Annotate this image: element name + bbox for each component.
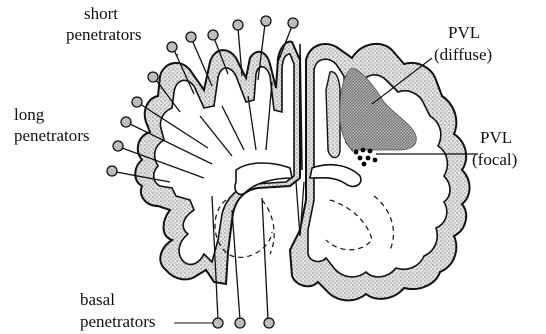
vessel-node (132, 97, 142, 107)
vessel-node (235, 318, 245, 328)
right-medial-sulcus (326, 72, 340, 158)
left-lateral-ventricle (235, 163, 292, 194)
label-short-penetrators: short penetrators (66, 4, 142, 44)
label-long-penetrators: long penetrators (14, 105, 90, 145)
vessel-node (288, 18, 298, 28)
label-pvl-focal: PVL (focal) (472, 128, 517, 169)
vessel-node (233, 20, 243, 30)
label-basal-penetrators: basal penetrators (80, 290, 156, 331)
vessel-node (107, 166, 117, 176)
vessel-node (261, 16, 271, 26)
label-pvl-diffuse: PVL (diffuse) (434, 23, 492, 64)
left-hemisphere (135, 42, 300, 284)
vessel-node (264, 318, 274, 328)
vessel-node (121, 117, 131, 127)
vessel-node (113, 141, 123, 151)
vessel-node (213, 318, 223, 328)
vessel-node (186, 32, 196, 42)
vessel-node (208, 30, 218, 40)
vessel-node (148, 72, 158, 82)
vessel-node (167, 42, 177, 52)
